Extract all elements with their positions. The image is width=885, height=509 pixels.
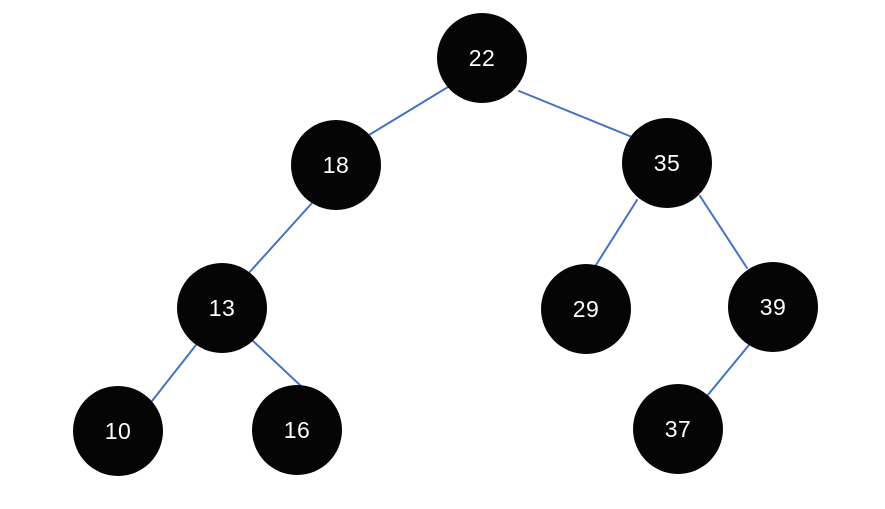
tree-node-label: 39: [759, 293, 787, 320]
tree-node[interactable]: 22: [437, 13, 527, 103]
tree-edge: [699, 195, 748, 269]
tree-edge: [368, 86, 449, 136]
tree-node[interactable]: 29: [541, 264, 631, 354]
tree-node[interactable]: 10: [73, 386, 163, 476]
tree-node-label: 13: [208, 294, 236, 321]
tree-node[interactable]: 35: [622, 118, 712, 208]
tree-node-label: 18: [322, 151, 350, 178]
tree-node-label: 37: [664, 415, 692, 442]
tree-edge: [151, 344, 197, 402]
tree-node[interactable]: 39: [728, 262, 818, 352]
tree-node-label: 35: [653, 149, 681, 176]
tree-node-label: 29: [572, 295, 600, 322]
tree-edge: [706, 344, 750, 397]
tree-node[interactable]: 37: [633, 384, 723, 474]
tree-node-label: 22: [468, 44, 496, 71]
tree-edge: [595, 199, 638, 266]
tree-node[interactable]: 13: [177, 263, 267, 353]
tree-node-label: 16: [283, 416, 311, 443]
tree-edge: [518, 90, 633, 138]
tree-node[interactable]: 18: [291, 120, 381, 210]
tree-edge: [246, 202, 313, 276]
tree-node[interactable]: 16: [252, 385, 342, 475]
tree-node-label: 10: [104, 417, 132, 444]
tree-edge: [251, 339, 302, 387]
